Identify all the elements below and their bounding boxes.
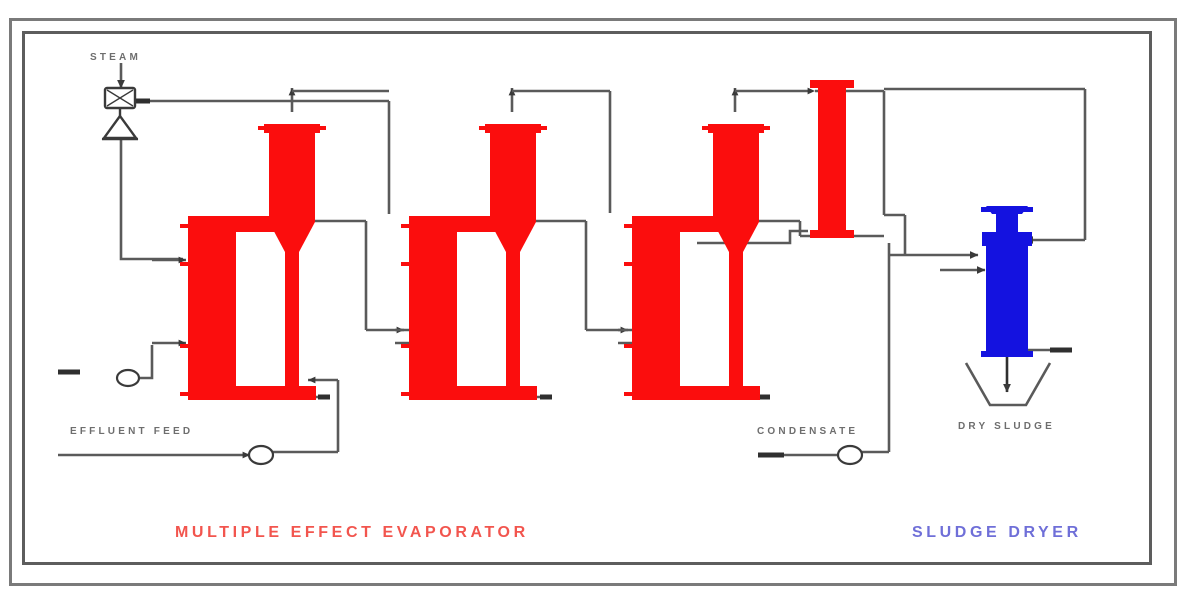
valve-body-triangle [101, 113, 139, 140]
valve-bowtie [106, 89, 134, 107]
title-multiple-effect-evaporator: MULTIPLE EFFECT EVAPORATOR [175, 524, 529, 541]
e3-heater-block [632, 228, 680, 398]
title-sludge-dryer: SLUDGE DRYER [912, 524, 1082, 541]
dryer-neck [996, 212, 1018, 234]
e1-bottom-header [188, 386, 316, 400]
e1-vapor-body [269, 128, 315, 222]
e1-nozzles [180, 126, 326, 396]
dryer-top-flange [981, 207, 1033, 212]
pipe-stubs [58, 98, 1072, 458]
e3-top-header [632, 216, 742, 232]
e2-nozzles [401, 126, 547, 396]
dry-sludge-hopper [964, 357, 1052, 407]
evaporator-effect-3[interactable] [624, 124, 770, 400]
condenser-bottom-head [810, 230, 854, 238]
e2-bottom-header [409, 386, 537, 400]
condenser-shell [818, 86, 846, 234]
pumps [115, 368, 864, 466]
e2-downcomer [506, 250, 520, 398]
e1-heater-block [188, 228, 236, 398]
e2-vapor-body [490, 128, 536, 222]
condenser-top-head [810, 80, 854, 88]
e3-nozzles [624, 126, 770, 396]
e1-downcomer [285, 250, 299, 398]
evaporator-effect-1[interactable] [180, 124, 326, 400]
e2-heater-block [409, 228, 457, 398]
condenser-column[interactable] [810, 80, 854, 238]
steam-control-valve[interactable] [101, 86, 139, 141]
effluent-pump[interactable] [247, 444, 275, 466]
sludge-dryer[interactable] [981, 206, 1033, 357]
pipe-steam-to-effect1 [119, 133, 183, 261]
label-dry-sludge: DRY SLUDGE [958, 421, 1056, 432]
evaporator-effect-2[interactable] [401, 124, 547, 400]
dryer-upper-flange [982, 232, 1032, 246]
label-steam: STEAM [90, 52, 141, 63]
condensate-pump[interactable] [836, 444, 864, 466]
hopper-outline [964, 362, 1052, 407]
label-condensate: CONDENSATE [757, 426, 859, 437]
e1-top-header [188, 216, 298, 232]
e3-vapor-body [713, 128, 759, 222]
e2-top-header [409, 216, 519, 232]
outer-frame [9, 18, 1177, 586]
dryer-bottom-flange [981, 351, 1033, 357]
feed-pump[interactable] [115, 368, 141, 388]
e3-bottom-header [632, 386, 760, 400]
e3-downcomer [729, 250, 743, 398]
label-effluent-feed: EFFLUENT FEED [70, 426, 194, 437]
dryer-shell [986, 243, 1028, 355]
